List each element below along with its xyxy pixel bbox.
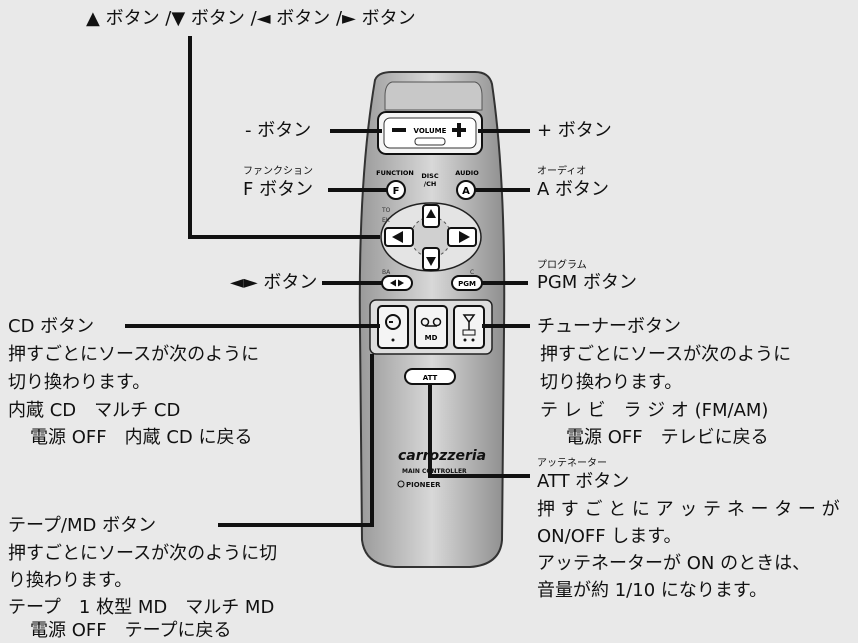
tuner-desc-line3: テ レ ビ ラ ジ オ (FM/AM)	[540, 400, 769, 421]
plus-button-label: + ボタン	[537, 120, 612, 141]
f-key-text: F	[393, 186, 400, 197]
lr-button[interactable]	[381, 275, 413, 291]
att-desc-line4: 音量が約 1/10 になります。	[537, 580, 768, 601]
pgm-key-text: PGM	[458, 280, 476, 288]
tuner-desc-line4: 電源 OFF テレビに戻る	[566, 427, 769, 448]
att-desc-line2: ON/OFF します。	[537, 526, 682, 547]
tuner-desc-line2: 切り換わります。	[540, 372, 683, 393]
cd-desc-line2: 切り換わります。	[8, 372, 151, 393]
att-button-ruby: アッテネーター	[537, 458, 607, 469]
minus-button-label: - ボタン	[245, 120, 312, 141]
tuner-button-title: チューナーボタン	[537, 316, 681, 337]
ir-window	[384, 81, 483, 111]
volume-plus-icon	[452, 123, 466, 137]
a-button-label: A ボタン	[537, 179, 610, 200]
right-arrow-icon	[459, 231, 470, 243]
cassette-icon	[420, 317, 442, 327]
volume-text: VOLUME	[414, 127, 447, 135]
cd-desc-line4: 電源 OFF 内蔵 CD に戻る	[30, 427, 253, 448]
lr-arrows-icon	[390, 279, 404, 287]
f-button-ruby: ファンクション	[243, 166, 313, 177]
svg-text:TO: TO	[381, 207, 391, 214]
maker-text: PIONEER	[406, 481, 441, 489]
model-text: MAIN CONTROLLER	[402, 468, 467, 475]
tape-desc-line3: テープ 1 枚型 MD マルチ MD	[8, 597, 275, 618]
volume-minus-icon	[392, 128, 406, 132]
att-desc-line1: 押 す ご と に ア ッ テ ネ ー タ ー が	[537, 499, 840, 520]
tape-desc-line4: 電源 OFF テープに戻る	[30, 620, 232, 641]
svg-text:C: C	[470, 269, 474, 276]
a-button-ruby: オーディオ	[537, 166, 587, 177]
cd-desc-line1: 押すごとにソースが次のように	[8, 344, 260, 365]
att-button-title: ATT ボタン	[537, 471, 630, 492]
a-key-text: A	[462, 186, 470, 197]
down-arrow-icon	[426, 257, 436, 266]
svg-text:BA: BA	[382, 269, 391, 276]
antenna-icon	[462, 314, 476, 342]
md-key-text: MD	[425, 334, 438, 342]
tape-md-button[interactable]	[414, 305, 448, 349]
tape-desc-line2: り換わります。	[8, 570, 133, 591]
ch-text: /CH	[424, 180, 437, 188]
att-desc-line3: アッテネーターが ON のときは、	[537, 553, 811, 574]
pgm-button-ruby: プログラム	[537, 260, 587, 271]
brand-logo: carrozzeria	[398, 448, 486, 464]
svg-text:EK: EK	[382, 217, 391, 224]
pgm-button-label: PGM ボタン	[537, 272, 638, 293]
tape-md-button-title: テープ/MD ボタン	[8, 515, 157, 536]
f-button-label: F ボタン	[243, 179, 314, 200]
att-key-text: ATT	[423, 374, 438, 382]
cd-desc-line3: 内蔵 CD マルチ CD	[8, 400, 181, 421]
left-arrow-icon	[392, 231, 403, 243]
disc-text: DISC	[421, 172, 438, 180]
up-arrow-icon	[426, 209, 436, 218]
tape-desc-line1: 押すごとにソースが次のように切	[8, 543, 278, 564]
tuner-desc-line1: 押すごとにソースが次のように	[540, 344, 792, 365]
cd-button[interactable]	[377, 305, 409, 349]
cd-icon	[385, 314, 401, 330]
lr-button-label: ◄► ボタン	[230, 272, 318, 293]
pioneer-logo-icon	[397, 480, 405, 488]
leader-lines	[125, 36, 530, 527]
audio-text: AUDIO	[455, 169, 479, 177]
cd-button-title: CD ボタン	[8, 316, 95, 337]
function-text: FUNCTION	[376, 169, 414, 177]
arrow-buttons-caption: ▲ ボタン /▼ ボタン /◄ ボタン /► ボタン	[86, 8, 416, 29]
